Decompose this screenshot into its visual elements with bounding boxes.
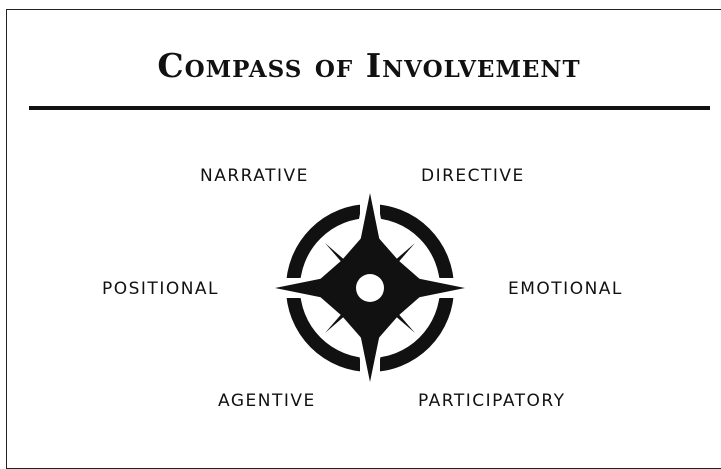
- diagram-title: Compass of Involvement: [157, 46, 581, 85]
- label-directive: DIRECTIVE: [421, 166, 525, 186]
- compass-center: [356, 274, 384, 302]
- title-rule: [29, 106, 710, 110]
- label-participatory: PARTICIPATORY: [418, 391, 566, 411]
- compass-rose-icon: [270, 188, 470, 388]
- label-narrative: NARRATIVE: [200, 166, 309, 186]
- label-emotional: EMOTIONAL: [508, 279, 623, 299]
- label-agentive: AGENTIVE: [218, 391, 316, 411]
- label-positional: POSITIONAL: [102, 279, 220, 299]
